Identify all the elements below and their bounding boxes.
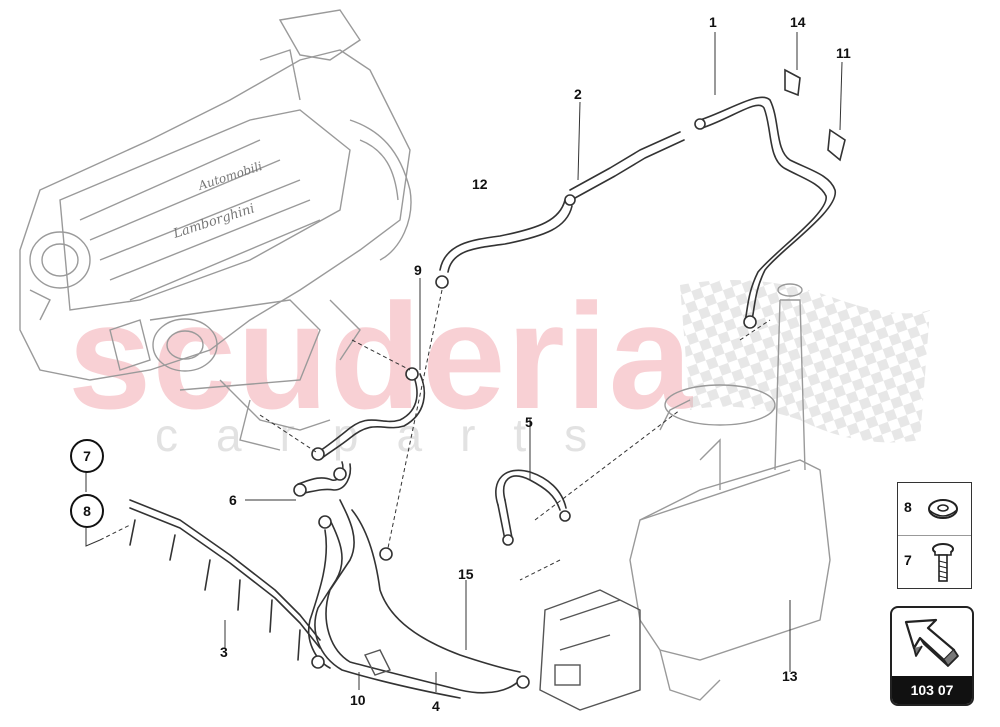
arrow-icon [904, 618, 959, 667]
callout-5: 5 [525, 414, 533, 430]
hardware-legend: 8 7 [897, 482, 972, 589]
washer-icon [928, 499, 958, 519]
catalog-code: 103 07 [892, 676, 972, 704]
pump-module [364, 589, 641, 711]
callout-9: 9 [414, 262, 422, 278]
callout-1: 1 [709, 14, 717, 30]
callout-12: 12 [472, 176, 488, 192]
catalog-badge: 103 07 [890, 606, 974, 706]
callout-14: 14 [790, 14, 806, 30]
callout-13: 13 [782, 668, 798, 684]
engine-assembly [19, 9, 412, 451]
legend-row-bolt: 7 [898, 536, 971, 588]
circled-callout-8: 8 [70, 494, 104, 528]
checkered-flag-watermark [680, 280, 930, 443]
legend-row-washer: 8 [898, 483, 971, 536]
callout-6: 6 [229, 492, 237, 508]
reference-lines [99, 289, 771, 581]
bolt-icon [932, 543, 954, 582]
legend-num: 7 [904, 552, 912, 568]
callout-2: 2 [574, 86, 582, 102]
leader-lines [85, 32, 843, 692]
callout-11: 11 [836, 45, 851, 61]
callout-15: 15 [458, 566, 474, 582]
callout-10: 10 [350, 692, 366, 708]
callout-4: 4 [432, 698, 440, 714]
circled-callout-7: 7 [70, 439, 104, 473]
callout-3: 3 [220, 644, 228, 660]
expansion-tank [629, 283, 831, 701]
legend-num: 8 [904, 499, 912, 515]
engine-brand-text: Lamborghini [171, 201, 257, 242]
